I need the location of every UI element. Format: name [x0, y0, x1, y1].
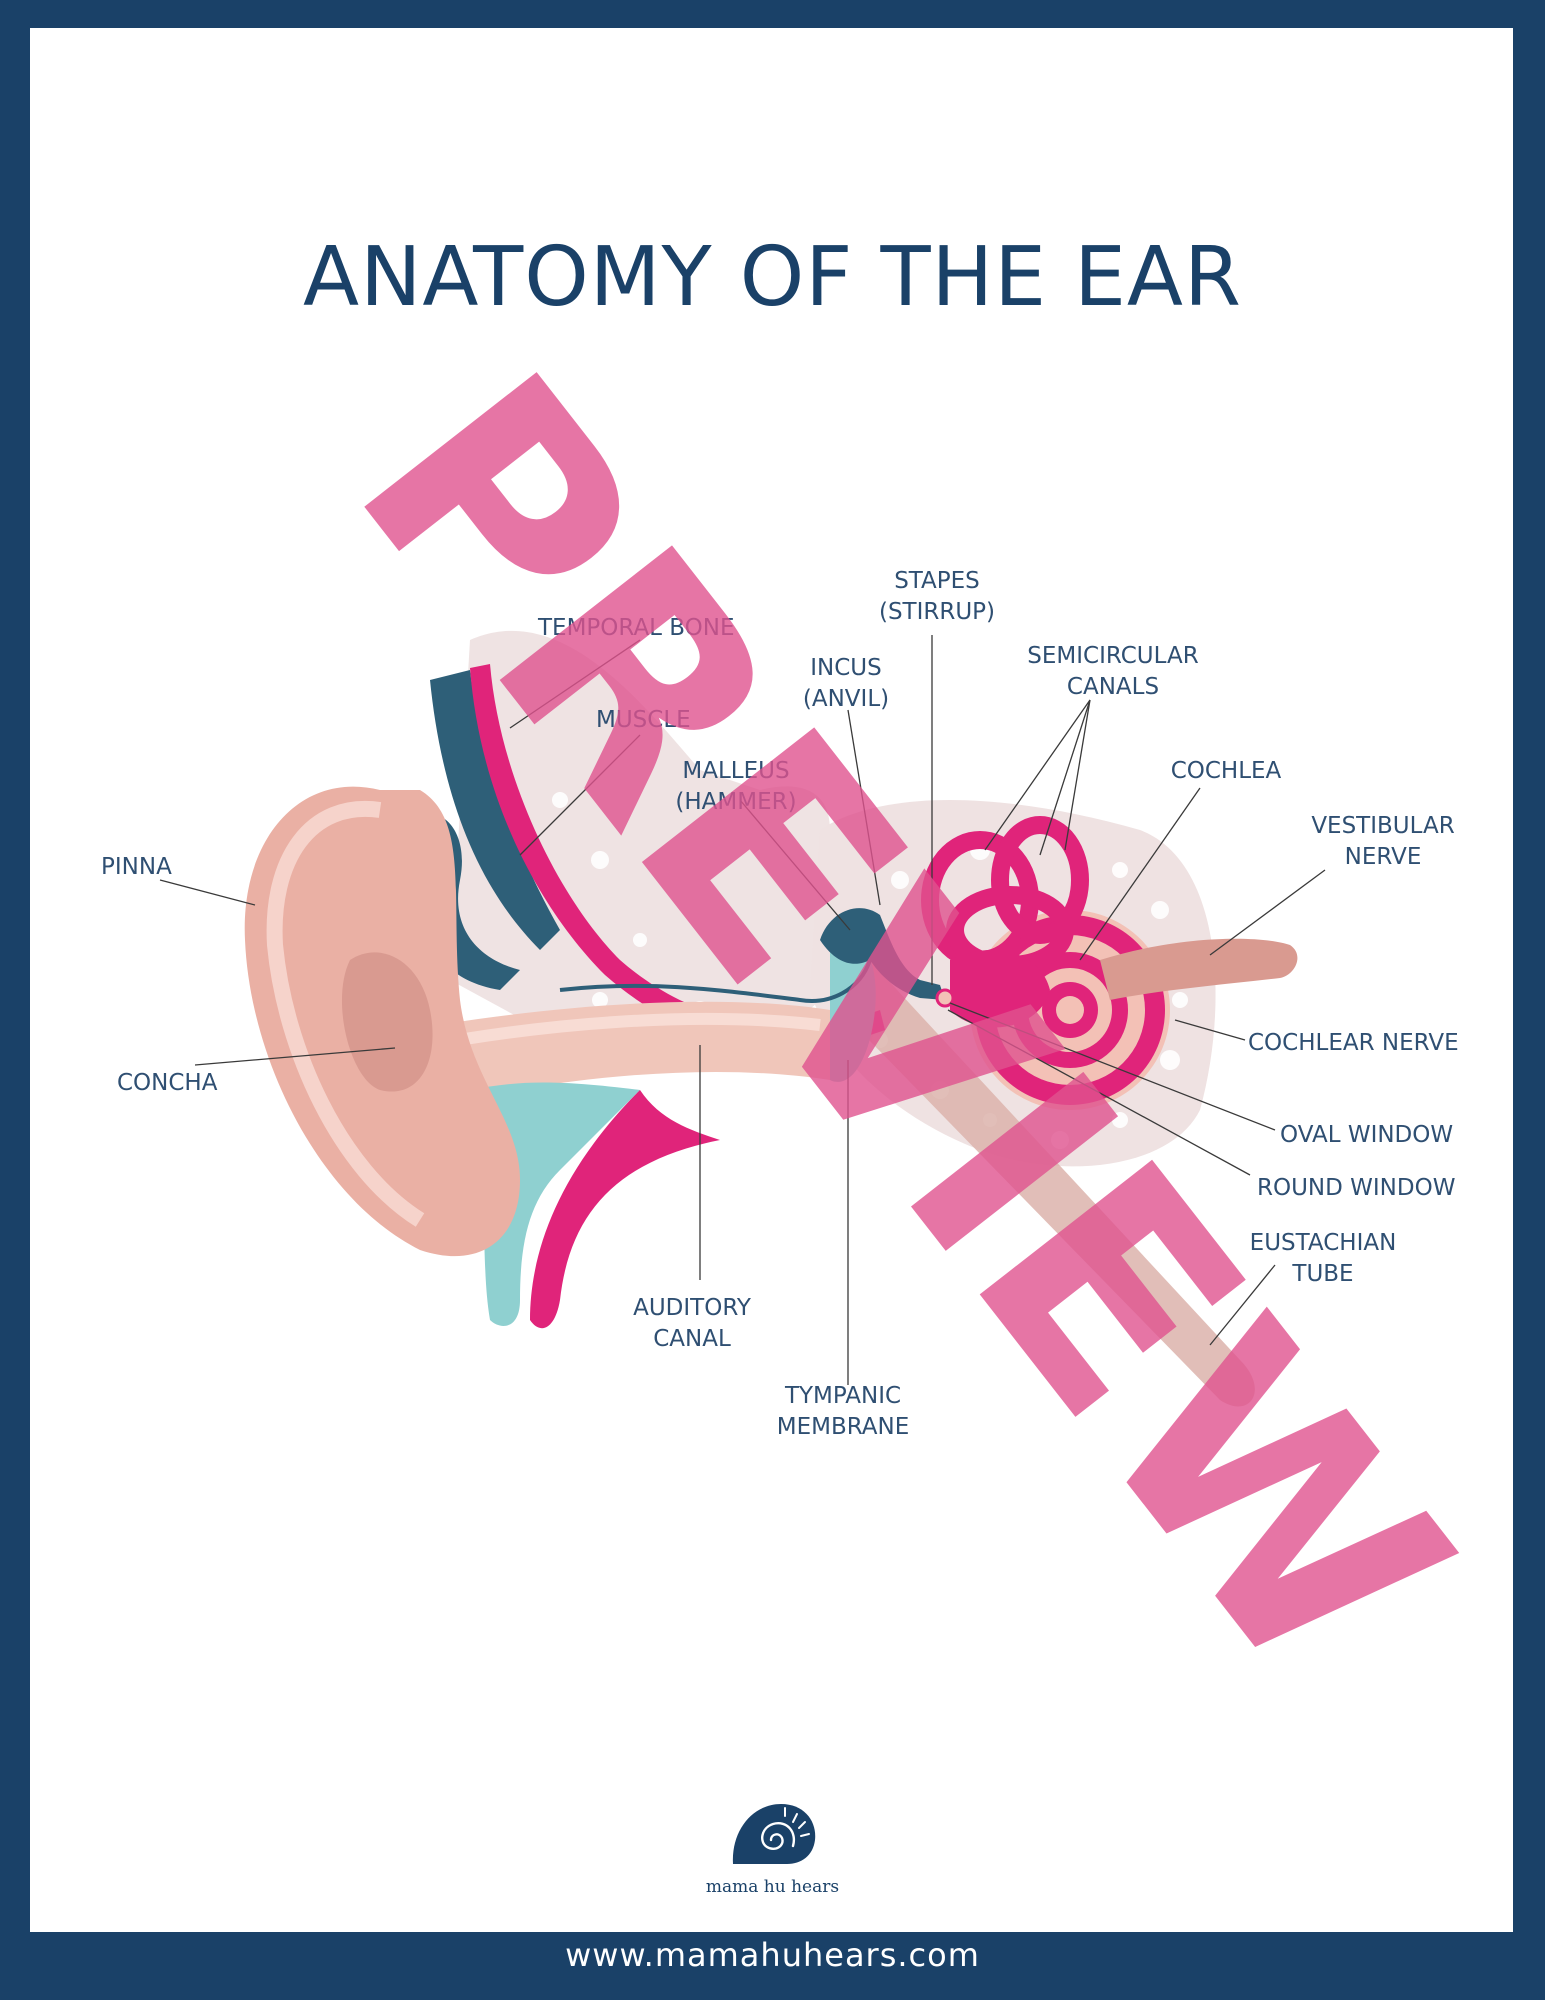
oval-window-marker: [935, 988, 955, 1008]
page-title: ANATOMY OF THE EAR: [303, 230, 1242, 325]
nerve-line: [559, 959, 872, 1003]
snail-shell-icon: [732, 1804, 815, 1864]
leader-lines: [159, 635, 1326, 1385]
label-tympanic-membrane: MEMBRANE: [777, 1414, 910, 1440]
pinna-rim: [266, 800, 425, 1227]
label-muscle: MUSCLE: [596, 707, 691, 733]
label-temporal-bone: TEMPORAL BONE: [537, 615, 735, 641]
muscle-band: [430, 670, 560, 950]
label-malleus: MALLEUS: [682, 758, 789, 784]
label-semicircular-canals: CANALS: [1067, 674, 1159, 700]
label-incus: INCUS: [810, 655, 881, 681]
temporal-bone-shape: [450, 630, 830, 1057]
label-round-window: ROUND WINDOW: [1257, 1175, 1455, 1201]
brand-logo: mama hu hears: [0, 1800, 1545, 1897]
label-cochlear-nerve: COCHLEAR NERVE: [1248, 1030, 1459, 1056]
label-auditory: AUDITORY: [633, 1295, 752, 1321]
label-eustachian: EUSTACHIAN: [1250, 1230, 1397, 1256]
ossicle-chain: [820, 908, 945, 1000]
label-oval-window: OVAL WINDOW: [1280, 1122, 1453, 1148]
brand-name: mama hu hears: [705, 1877, 840, 1897]
label-semicircular: SEMICIRCULAR: [1027, 643, 1198, 669]
pink-lower-structure: [530, 1090, 720, 1329]
label-concha: CONCHA: [117, 1070, 218, 1096]
label-pinna: PINNA: [101, 854, 172, 880]
eustachian-tube-shape: [830, 950, 1255, 1407]
label-incus-alt: (ANVIL): [803, 686, 889, 712]
label-eustachian-tube: TUBE: [1291, 1261, 1353, 1287]
concha-shape: [341, 952, 433, 1092]
vestibular-nerve-shape: [1100, 938, 1298, 1000]
label-tympanic: TYMPANIC: [784, 1383, 901, 1409]
label-cochlea: COCHLEA: [1171, 758, 1282, 784]
label-stapes-alt: (STIRRUP): [879, 599, 995, 625]
label-vestibular: VESTIBULAR: [1311, 813, 1454, 839]
footer-url[interactable]: www.mamahuhears.com: [565, 1936, 980, 1974]
auditory-canal-inner: [428, 1012, 821, 1051]
label-stapes: STAPES: [894, 568, 980, 594]
label-vestibular-nerve: NERVE: [1345, 844, 1422, 870]
label-auditory-canal: CANAL: [653, 1326, 731, 1352]
vestibule-shape: [950, 950, 1050, 1028]
label-malleus-alt: (HAMMER): [675, 789, 796, 815]
